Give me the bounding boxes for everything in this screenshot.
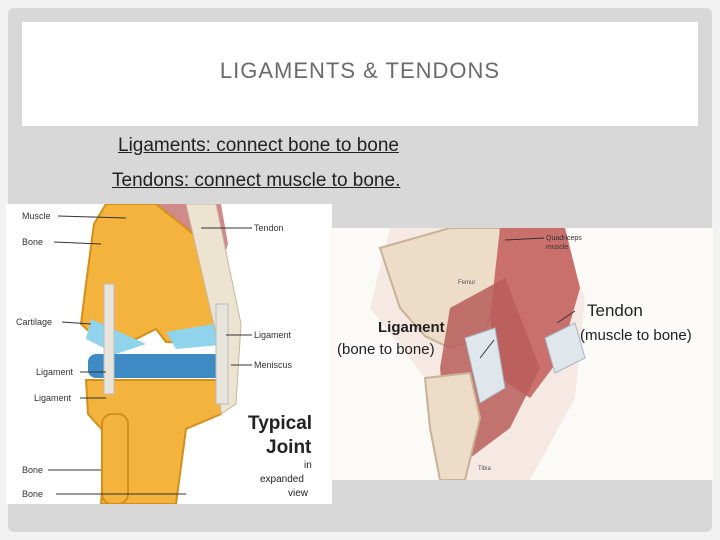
knee-illustration-svg: Quadriceps muscle Femur Tibia Ligament (… <box>337 227 692 481</box>
ligament-band <box>464 327 506 404</box>
label-cartilage: Cartilage <box>16 317 52 327</box>
ligament-shape <box>103 283 115 395</box>
caption-typical: Typical <box>248 413 312 434</box>
label-tendon: Tendon <box>254 223 284 233</box>
meniscus-shape <box>88 354 238 378</box>
knee-joint-diagram: Muscle Bone Cartilage Ligament Ligament … <box>6 203 332 505</box>
caption-expanded: expanded <box>260 474 304 485</box>
label-femur: Femur <box>458 280 475 286</box>
annotation-ligament-sub: (bone to bone) <box>337 341 435 358</box>
knee-joint-svg: Muscle Bone Cartilage Ligament Ligament … <box>16 203 312 505</box>
label-muscle: Muscle <box>22 211 51 221</box>
label-tibia: Tibia <box>478 466 491 472</box>
tendon-band <box>544 322 586 374</box>
annotation-tendon-sub: (muscle to bone) <box>580 327 692 344</box>
label-ligament-1: Ligament <box>36 367 74 377</box>
bullet-tendons: Tendons: connect muscle to bone. <box>112 170 401 191</box>
label-ligament-2: Ligament <box>34 393 72 403</box>
ligament-shape-2 <box>215 303 229 405</box>
label-bone-top: Bone <box>22 237 43 247</box>
label-quadriceps: Quadriceps <box>546 235 582 242</box>
knee-illustration: Quadriceps muscle Femur Tibia Ligament (… <box>330 227 713 481</box>
label-quadriceps-muscle: muscle <box>546 244 568 251</box>
label-bone-1: Bone <box>22 465 43 475</box>
label-ligament-right: Ligament <box>254 330 292 340</box>
label-meniscus: Meniscus <box>254 360 293 370</box>
bullet-ligaments: Ligaments: connect bone to bone <box>118 135 399 156</box>
annotation-ligament: Ligament <box>378 319 445 336</box>
caption-in: in <box>304 460 312 471</box>
title-box: LIGAMENTS & TENDONS <box>22 22 698 126</box>
label-bone-2: Bone <box>22 489 43 499</box>
caption-view: view <box>288 488 309 499</box>
slide-title: LIGAMENTS & TENDONS <box>219 58 501 83</box>
caption-joint: Joint <box>266 437 312 458</box>
annotation-tendon: Tendon <box>587 301 643 320</box>
cartilage-shape <box>86 319 146 354</box>
fibula-bone <box>101 413 129 505</box>
